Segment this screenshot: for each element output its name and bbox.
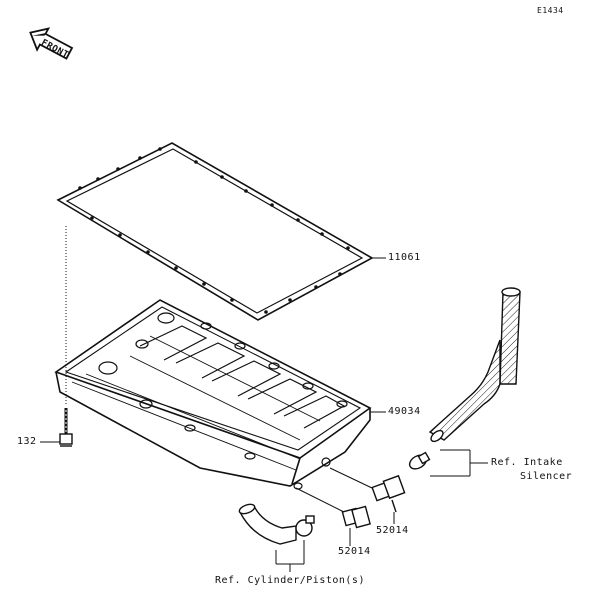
bracket-cylinder [275, 540, 305, 572]
lower-hose-drawing [238, 503, 297, 545]
part-number-oil-pan: 49034 [388, 406, 421, 417]
fitting-upper-drawing [371, 474, 406, 513]
leader-pan-fitting-lower [295, 487, 345, 513]
part-number-fitting-lower: 52014 [338, 546, 371, 557]
ref-intake-line2: Silencer [520, 471, 573, 482]
oil-pan-drawing [54, 299, 372, 490]
hose-clamp-lower [295, 515, 315, 537]
leader-pan-fitting [329, 467, 373, 489]
fitting-lower-drawing [341, 505, 371, 529]
bracket-intake [430, 449, 488, 477]
breather-hose-drawing [428, 287, 521, 443]
ref-cylinder: Ref. Cylinder/Piston(s) [215, 575, 365, 586]
part-number-bolt: 132 [17, 436, 37, 447]
gasket-drawing [56, 142, 374, 321]
part-number-gasket: 11061 [388, 252, 421, 263]
part-number-fitting-upper: 52014 [376, 525, 409, 536]
ref-intake-line1: Ref. Intake [491, 457, 563, 468]
front-arrow-icon [29, 27, 74, 60]
diagram-code: E1434 [537, 6, 564, 15]
bolt-drawing [59, 408, 73, 447]
hose-clamp-upper [408, 451, 431, 470]
